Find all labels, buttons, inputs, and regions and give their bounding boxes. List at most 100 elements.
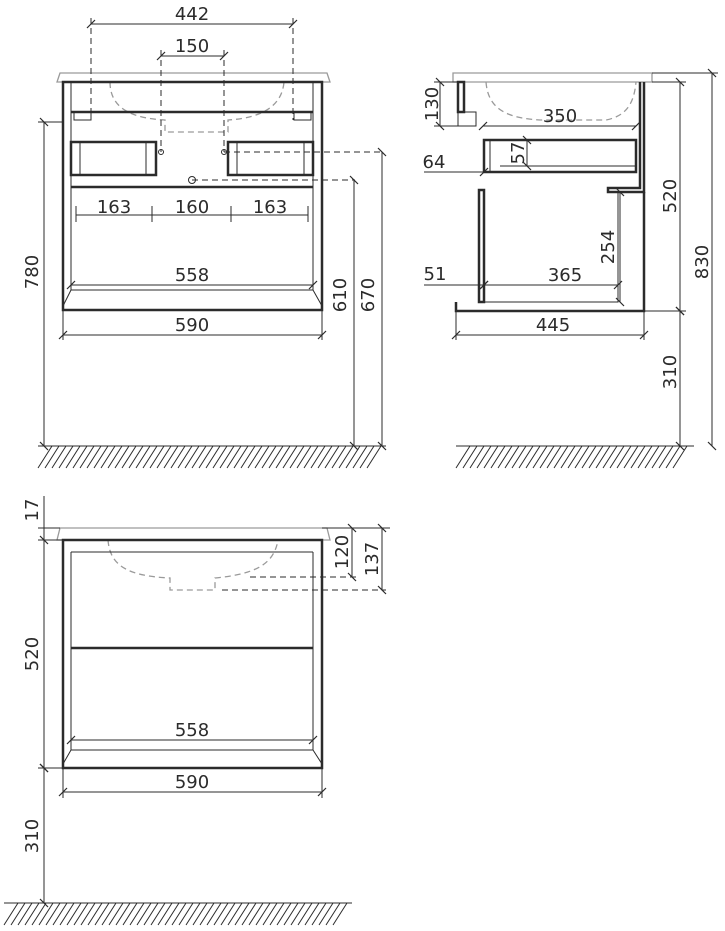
hatch-stroke xyxy=(206,902,222,926)
hatch-stroke xyxy=(184,445,200,469)
hatch-stroke xyxy=(128,445,144,469)
front-drawer-right xyxy=(226,140,315,177)
dim-520-label: 520 xyxy=(660,179,681,213)
front-drawer-left xyxy=(69,140,158,177)
hatch-stroke xyxy=(101,902,117,926)
hatch-stroke xyxy=(233,445,249,469)
hatch-stroke xyxy=(240,445,256,469)
hatch-stroke xyxy=(199,902,215,926)
dim-520-lower-label: 520 xyxy=(22,637,43,671)
hatch-stroke xyxy=(553,445,569,469)
lower-cabinet-frame xyxy=(61,538,324,770)
hatch-stroke xyxy=(142,445,158,469)
hatch-stroke xyxy=(24,902,40,926)
hatch-stroke xyxy=(297,902,313,926)
hatch-stroke xyxy=(107,445,123,469)
hatch-stroke xyxy=(518,445,534,469)
front-supply-hole-left xyxy=(158,149,164,155)
hatch-stroke xyxy=(651,445,667,469)
hatch-stroke xyxy=(212,445,228,469)
hatch-stroke xyxy=(658,445,674,469)
hatch-stroke xyxy=(637,445,653,469)
hatch-stroke xyxy=(150,902,166,926)
side-basin-outline xyxy=(485,81,637,121)
hatch-stroke xyxy=(79,445,95,469)
hatch-stroke xyxy=(66,902,82,926)
hatch-stroke xyxy=(345,445,361,469)
hatch-stroke xyxy=(588,445,604,469)
hatch-stroke xyxy=(574,445,590,469)
hatch-stroke xyxy=(476,445,492,469)
hatch-stroke xyxy=(72,445,88,469)
hatch-stroke xyxy=(198,445,214,469)
hatch-stroke xyxy=(262,902,278,926)
dim-590-label: 590 xyxy=(175,315,209,336)
dim-442-label: 442 xyxy=(175,4,209,25)
lower-view: 120 137 17 520 558 590 310 xyxy=(3,496,390,926)
hatch-stroke xyxy=(504,445,520,469)
hatch-stroke xyxy=(595,445,611,469)
hatch-stroke xyxy=(115,902,131,926)
hatch-stroke xyxy=(276,902,292,926)
hatch-stroke xyxy=(497,445,513,469)
hatch-stroke xyxy=(219,445,235,469)
hatch-stroke xyxy=(672,445,688,469)
hatch-stroke xyxy=(254,445,270,469)
hatch-stroke xyxy=(170,445,186,469)
hatch-stroke xyxy=(86,445,102,469)
hatch-stroke xyxy=(630,445,646,469)
dim-310-side-label: 310 xyxy=(660,355,681,389)
dim-780-label: 780 xyxy=(22,255,43,289)
dim-163-right-label: 163 xyxy=(253,197,287,218)
hatch-stroke xyxy=(177,445,193,469)
hatch-stroke xyxy=(609,445,625,469)
hatch-stroke xyxy=(268,445,284,469)
dim-670-label: 670 xyxy=(358,278,379,312)
hatch-stroke xyxy=(185,902,201,926)
hatch-stroke xyxy=(17,902,33,926)
dim-830-label: 830 xyxy=(692,245,713,279)
hatch-stroke xyxy=(220,902,236,926)
dim-160-label: 160 xyxy=(175,197,209,218)
lower-basin-outline xyxy=(107,539,279,591)
hatch-stroke xyxy=(311,902,327,926)
side-floor-hatch xyxy=(455,445,688,469)
front-plinth xyxy=(62,289,323,307)
hatch-stroke xyxy=(10,902,26,926)
hatch-stroke xyxy=(539,445,555,469)
hatch-stroke xyxy=(455,445,471,469)
dim-350-label: 350 xyxy=(543,106,577,127)
hatch-stroke xyxy=(164,902,180,926)
dim-558-lower-label: 558 xyxy=(175,720,209,741)
dim-163-left-label: 163 xyxy=(97,197,131,218)
hatch-stroke xyxy=(205,445,221,469)
front-floor-hatch xyxy=(37,445,382,469)
hatch-stroke xyxy=(37,445,53,469)
hatch-stroke xyxy=(490,445,506,469)
dim-610-label: 610 xyxy=(330,278,351,312)
hatch-stroke xyxy=(51,445,67,469)
hatch-stroke xyxy=(226,445,242,469)
hatch-stroke xyxy=(602,445,618,469)
hatch-stroke xyxy=(275,445,291,469)
front-cabinet-frame xyxy=(61,80,324,312)
hatch-stroke xyxy=(65,445,81,469)
hatch-stroke xyxy=(192,902,208,926)
hatch-stroke xyxy=(331,445,347,469)
hatch-stroke xyxy=(303,445,319,469)
hatch-stroke xyxy=(289,445,305,469)
dim-51-label: 51 xyxy=(424,264,447,285)
hatch-stroke xyxy=(87,902,103,926)
hatch-stroke xyxy=(178,902,194,926)
hatch-stroke xyxy=(269,902,285,926)
hatch-stroke xyxy=(114,445,130,469)
hatch-stroke xyxy=(227,902,243,926)
hatch-stroke xyxy=(255,902,271,926)
dim-130-label: 130 xyxy=(422,87,443,121)
hatch-stroke xyxy=(248,902,264,926)
hatch-stroke xyxy=(511,445,527,469)
hatch-stroke xyxy=(483,445,499,469)
hatch-stroke xyxy=(304,902,320,926)
hatch-stroke xyxy=(560,445,576,469)
